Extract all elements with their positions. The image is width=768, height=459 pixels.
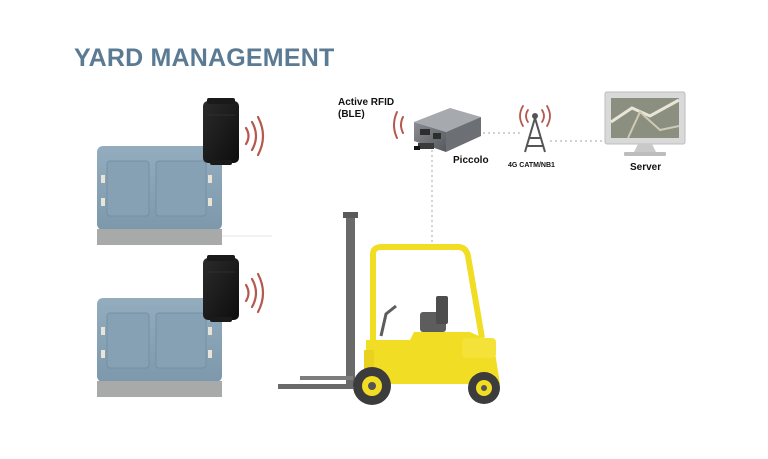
signal-wave-icon <box>244 115 265 157</box>
container-icon <box>97 146 272 245</box>
signal-wave-icon <box>244 272 265 314</box>
cell-tower-icon <box>519 105 551 153</box>
network-label: 4G CATM/NB1 <box>508 162 555 169</box>
rfid-tag-icon <box>203 98 239 165</box>
server-label: Server <box>630 162 662 173</box>
gateway-device-icon <box>414 108 481 152</box>
rfid-tag-icon <box>203 255 239 322</box>
active-rfid-label-line2: (BLE) <box>338 109 365 120</box>
container-icon <box>97 298 222 397</box>
connection-lines <box>431 132 604 246</box>
page-title: YARD MANAGEMENT <box>74 44 335 72</box>
server-monitor-icon <box>604 91 686 156</box>
active-rfid-label: Active RFID (BLE) <box>338 97 394 121</box>
forklift-icon <box>278 212 500 405</box>
signal-wave-icon <box>393 111 404 139</box>
active-rfid-label-line1: Active RFID <box>338 97 395 108</box>
gateway-label: Piccolo <box>453 155 489 166</box>
